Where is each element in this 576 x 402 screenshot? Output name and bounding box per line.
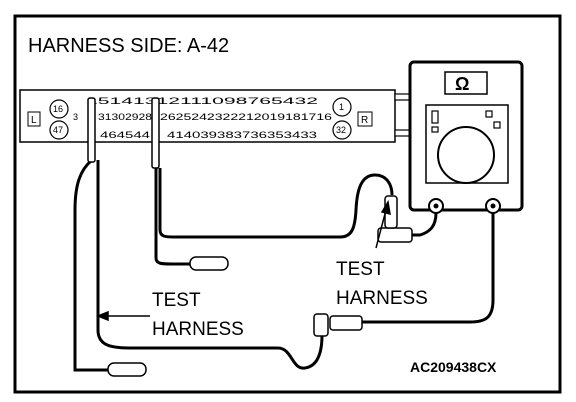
pin11-plug bbox=[189, 256, 229, 271]
connector-probes bbox=[87, 97, 160, 169]
ohm-range-display bbox=[444, 71, 488, 95]
pin11-lower-lead bbox=[154, 168, 190, 266]
diagram-title: HARNESS SIDE: A-42 bbox=[28, 35, 229, 57]
connector-pin-47: 47 bbox=[53, 125, 63, 135]
pin11-upper-lead bbox=[158, 168, 394, 239]
left-test-harness-line1: TEST bbox=[152, 290, 201, 311]
meter-left-lead bbox=[412, 212, 438, 237]
meter-right-lead bbox=[360, 213, 495, 324]
test-plugs bbox=[107, 195, 413, 377]
connector-bottom-row-right: 414039383736353433 bbox=[167, 130, 317, 140]
right-test-harness-line2: HARNESS bbox=[336, 288, 428, 309]
diagram-frame bbox=[13, 14, 562, 394]
connector-middle-row-right: 2625242322212019181716 bbox=[160, 112, 332, 122]
probe-wires bbox=[73, 158, 495, 372]
connector-pin-1: 1 bbox=[339, 102, 344, 112]
left-test-harness-line2: HARNESS bbox=[152, 319, 244, 340]
connector-left-marker-box bbox=[27, 111, 41, 127]
ohm-symbol: Ω bbox=[455, 74, 469, 94]
connector-pin-32: 32 bbox=[336, 125, 346, 135]
label-pointers bbox=[95, 199, 391, 322]
right-lower-clip bbox=[329, 315, 363, 331]
connector-rails bbox=[394, 93, 411, 137]
figure-code: AC209438CX bbox=[410, 359, 497, 375]
left-pointer-arrow bbox=[95, 310, 109, 322]
ohmmeter: Ω bbox=[408, 60, 524, 214]
left-bottom-plug bbox=[107, 362, 147, 377]
connector-middle-row: 31302928 bbox=[98, 112, 152, 122]
connector-middle-row-left: 3 bbox=[73, 112, 78, 122]
connector-left-marker: L bbox=[31, 115, 37, 126]
connector-bottom-row: 464544 bbox=[100, 130, 150, 140]
connector-right-marker-box bbox=[357, 111, 373, 127]
right-pointer-arrow bbox=[380, 199, 391, 216]
connector-right-marker: R bbox=[361, 115, 368, 126]
left-harness-lead bbox=[73, 158, 108, 372]
meter-dial bbox=[437, 126, 495, 184]
left-test-harness-wire bbox=[96, 160, 324, 370]
right-upper-clip bbox=[377, 227, 413, 243]
connector-pin-16: 16 bbox=[53, 104, 63, 114]
connector-a42: L R 16 47 1 32 15141312111098765432 3 31… bbox=[19, 89, 396, 143]
right-test-harness-line1: TEST bbox=[336, 259, 385, 280]
connector-top-row: 15141312111098765432 bbox=[86, 96, 318, 106]
